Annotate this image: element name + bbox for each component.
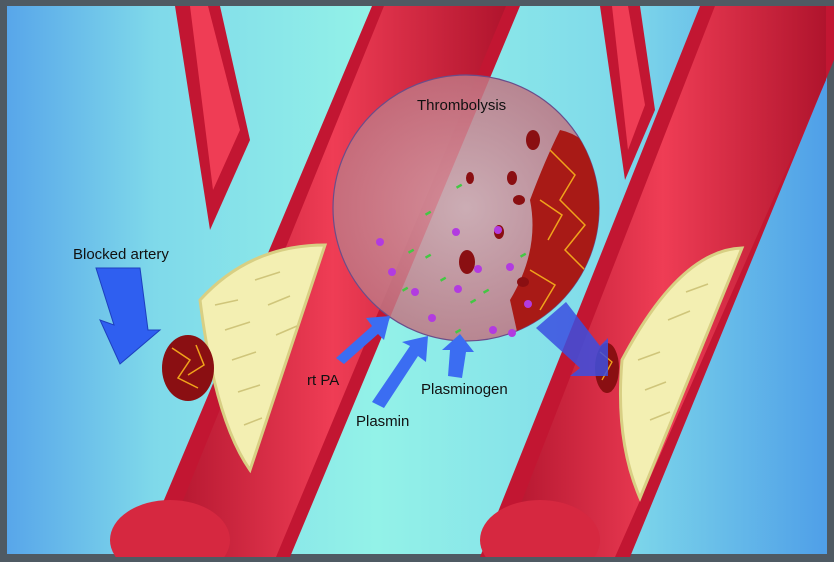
blocked-artery-label: Blocked artery — [73, 246, 169, 263]
plasminogen-label: Plasminogen — [421, 381, 508, 398]
thrombolysis-title: Thrombolysis — [417, 97, 506, 114]
rt-pa-label: rt PA — [307, 372, 339, 389]
plasmin-label: Plasmin — [356, 413, 409, 430]
blood-clot-left — [162, 335, 214, 401]
